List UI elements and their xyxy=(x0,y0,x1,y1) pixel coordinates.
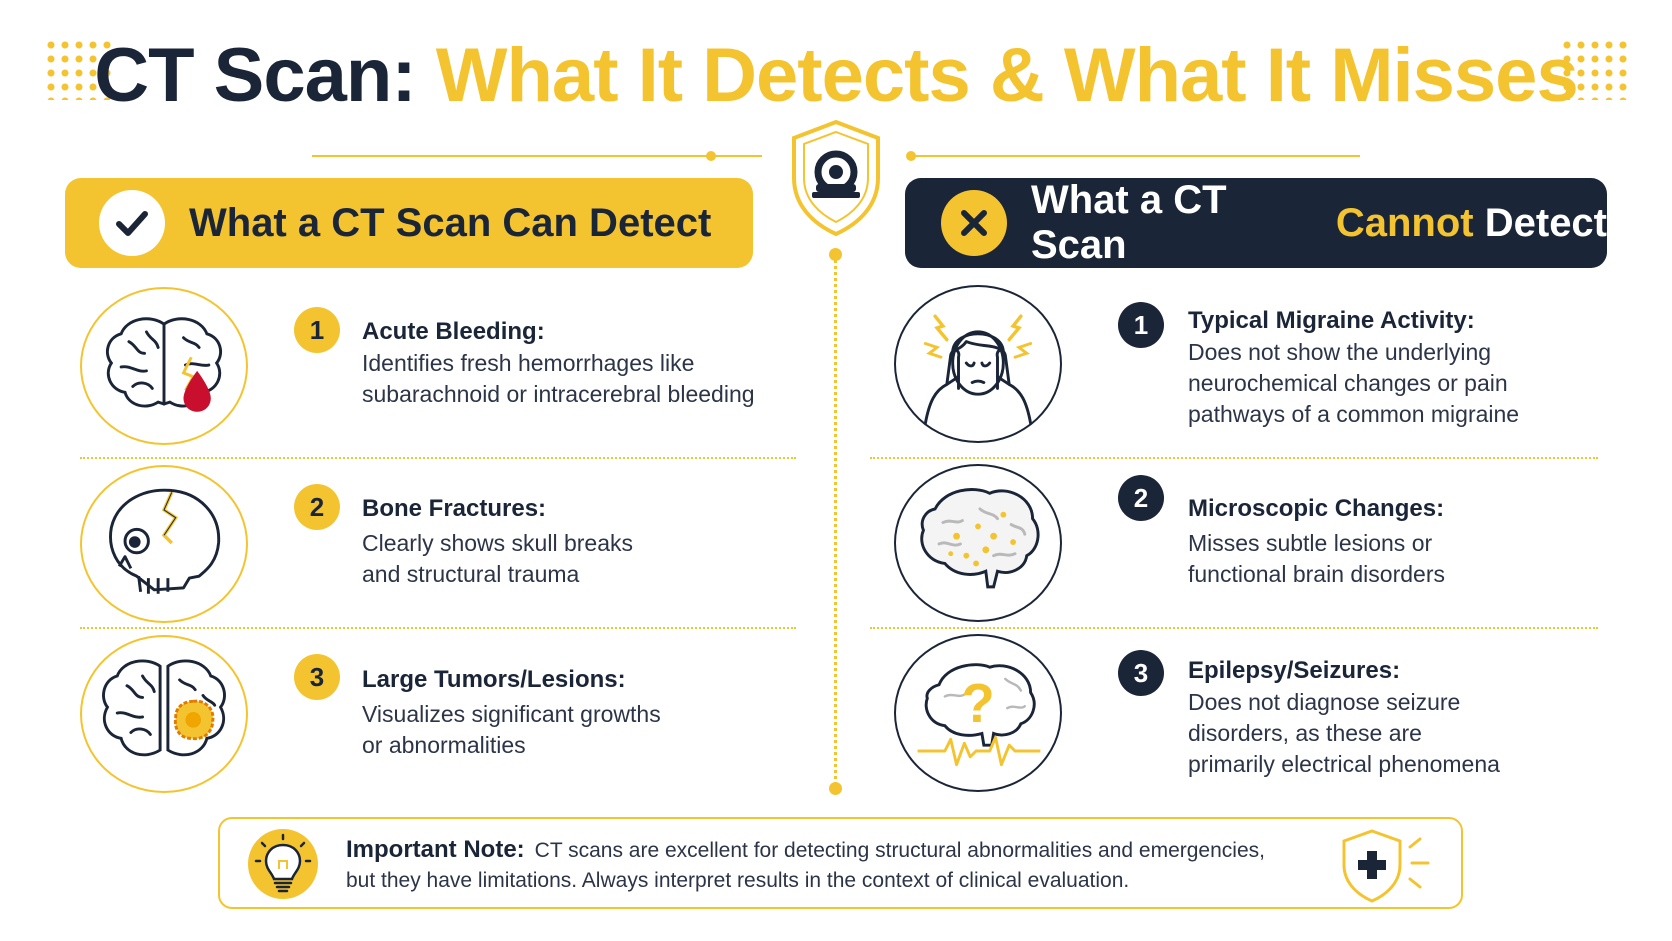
item-desc-line: disorders, as these are xyxy=(1188,720,1422,746)
item-desc-line: Identifies fresh hemorrhages like xyxy=(362,350,695,376)
migraine-headache-icon xyxy=(894,285,1062,443)
can-detect-header-text: What a CT Scan Can Detect xyxy=(189,200,712,245)
divider-left-dot xyxy=(706,151,716,161)
note-line-2: but they have limitations. Always interp… xyxy=(346,869,1130,892)
item-desc-line: and structural trauma xyxy=(362,561,580,587)
row-separator xyxy=(870,457,1598,459)
cannot-item-1: Typical Migraine Activity: Does not show… xyxy=(1188,305,1519,430)
item-number: 2 xyxy=(1118,475,1164,521)
row-separator xyxy=(870,627,1598,629)
item-desc-line: Does not diagnose seizure xyxy=(1188,689,1461,715)
can-detect-header: What a CT Scan Can Detect xyxy=(65,178,753,268)
title-part1: CT Scan: xyxy=(94,33,416,118)
can-item-2: Bone Fractures: Clearly shows skull brea… xyxy=(362,493,633,590)
bleeding-brain-icon xyxy=(80,287,248,445)
item-desc-line: Does not show the underlying xyxy=(1188,339,1492,365)
item-desc-line: neurochemical changes or pain xyxy=(1188,370,1508,396)
item-number: 1 xyxy=(1118,302,1164,348)
can-item-1: Acute Bleeding: Identifies fresh hemorrh… xyxy=(362,316,755,410)
microscopic-brain-icon xyxy=(894,464,1062,622)
row-separator xyxy=(80,457,796,459)
checkmark-icon xyxy=(99,190,165,256)
cannot-header-a: What a CT Scan xyxy=(1031,178,1227,267)
divider-left xyxy=(312,155,762,157)
item-desc-line: primarily electrical phenomena xyxy=(1188,751,1500,777)
item-heading: Acute Bleeding: xyxy=(362,318,545,345)
ct-scanner-shield-icon xyxy=(786,118,886,238)
seizure-brain-icon: ? xyxy=(894,634,1062,792)
note-label: Important Note: xyxy=(346,836,525,863)
center-divider xyxy=(834,255,837,790)
item-number: 2 xyxy=(294,484,340,530)
brain-tumor-icon xyxy=(80,635,248,793)
lightbulb-icon xyxy=(248,829,318,899)
medical-shield-icon xyxy=(1336,827,1446,903)
decorative-dots-right xyxy=(1560,38,1630,100)
x-mark-icon xyxy=(941,190,1007,256)
cannot-header-b: Cannot xyxy=(1335,200,1474,245)
item-desc-line: Clearly shows skull breaks xyxy=(362,530,633,556)
note-line-1: CT scans are excellent for detecting str… xyxy=(534,839,1265,862)
svg-text:?: ? xyxy=(961,673,994,734)
item-number: 3 xyxy=(1118,650,1164,696)
item-desc-line: functional brain disorders xyxy=(1188,561,1445,587)
decorative-dots-left xyxy=(44,38,114,100)
item-number: 1 xyxy=(294,307,340,353)
center-divider-top-dot xyxy=(829,248,842,261)
item-heading: Large Tumors/Lesions: xyxy=(362,666,626,693)
item-heading: Epilepsy/Seizures: xyxy=(1188,657,1401,684)
cannot-header-c: Detect xyxy=(1484,200,1607,245)
center-divider-bottom-dot xyxy=(829,782,842,795)
item-desc-line: or abnormalities xyxy=(362,732,526,758)
item-heading: Bone Fractures: xyxy=(362,495,547,522)
item-desc-line: pathways of a common migraine xyxy=(1188,401,1520,427)
title-part2: What It Detects & What It Misses xyxy=(435,33,1579,118)
divider-right xyxy=(910,155,1360,157)
cannot-detect-header: What a CT Scan Cannot Detect xyxy=(905,178,1607,268)
item-heading: Typical Migraine Activity: xyxy=(1188,307,1475,334)
cannot-item-2: Microscopic Changes: Misses subtle lesio… xyxy=(1188,493,1445,590)
fractured-skull-icon xyxy=(80,465,248,623)
row-separator xyxy=(80,627,796,629)
item-number: 3 xyxy=(294,654,340,700)
cannot-item-3: Epilepsy/Seizures: Does not diagnose sei… xyxy=(1188,655,1500,780)
item-desc-line: subarachnoid or intracerebral bleeding xyxy=(362,381,755,407)
item-desc-line: Misses subtle lesions or xyxy=(1188,530,1433,556)
important-note-box: Important Note: CT scans are excellent fo… xyxy=(218,817,1463,909)
item-desc-line: Visualizes significant growths xyxy=(362,701,661,727)
note-text: Important Note: CT scans are excellent fo… xyxy=(346,835,1306,896)
page-title: CT Scan: What It Detects & What It Misse… xyxy=(0,32,1672,120)
item-heading: Microscopic Changes: xyxy=(1188,495,1445,522)
divider-right-dot xyxy=(906,151,916,161)
can-item-3: Large Tumors/Lesions: Visualizes signifi… xyxy=(362,664,661,761)
